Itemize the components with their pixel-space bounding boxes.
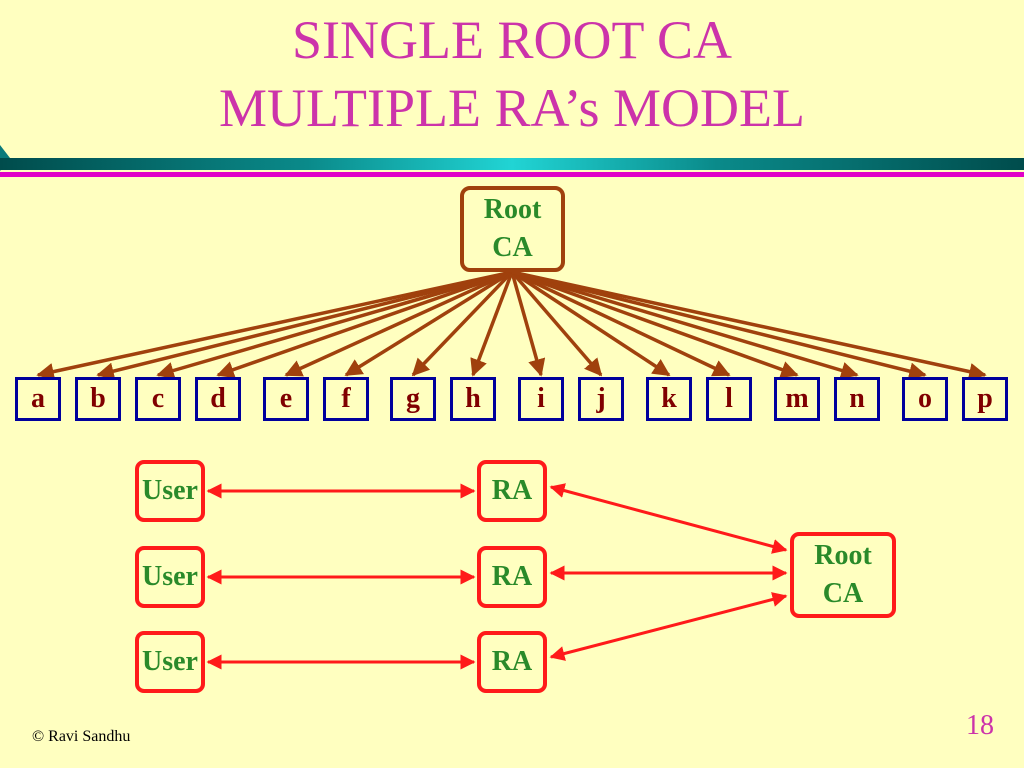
tree-arrow	[156, 270, 513, 380]
root-ca-top-line1: Root	[483, 194, 542, 225]
leaf-node: a	[15, 377, 61, 421]
page-number: 18	[966, 710, 994, 741]
tree-arrow	[511, 270, 987, 381]
leaf-node: j	[578, 377, 624, 421]
ra-node-1: RA	[477, 460, 547, 522]
ra-node-3: RA	[477, 631, 547, 693]
ra-node-2: RA	[477, 546, 547, 608]
leaf-node: d	[195, 377, 241, 421]
title-line-1: SINGLE ROOT CA	[291, 10, 732, 70]
tree-arrows	[36, 270, 987, 381]
registration-arrows	[206, 483, 788, 670]
tree-arrow	[36, 270, 513, 381]
tree-arrow	[344, 270, 513, 377]
leaf-node: n	[834, 377, 880, 421]
tree-arrow	[411, 270, 514, 377]
tree-arrow	[511, 270, 799, 378]
user-node-1: User	[135, 460, 205, 522]
tree-arrow	[511, 270, 927, 380]
tree-arrow	[284, 270, 513, 377]
title-line-2: MULTIPLE RA’s MODEL	[218, 78, 806, 138]
tree-arrow	[511, 270, 731, 377]
user-node-2: User	[135, 546, 205, 608]
slide-title: SINGLE ROOT CA MULTIPLE RA’s MODEL	[0, 6, 1024, 142]
leaf-node: o	[902, 377, 948, 421]
root-ca-bottom-line1: Root	[814, 540, 872, 571]
leaf-node: m	[774, 377, 820, 421]
tree-arrow	[511, 270, 671, 377]
leaf-node: e	[263, 377, 309, 421]
root-ca-bottom: Root CA	[790, 532, 896, 618]
root-ca-bottom-line2: CA	[822, 578, 864, 609]
bidirectional-arrow	[549, 483, 788, 554]
leaf-node: h	[450, 377, 496, 421]
leaf-node: p	[962, 377, 1008, 421]
root-ca-top-line2: CA	[492, 232, 533, 263]
leaf-node: l	[706, 377, 752, 421]
tree-arrow	[510, 270, 603, 377]
leaf-node: g	[390, 377, 436, 421]
bidirectional-arrow	[549, 592, 788, 661]
leaf-node: i	[518, 377, 564, 421]
leaf-node: f	[323, 377, 369, 421]
title-rule-teal	[0, 158, 1024, 170]
root-ca-top: Root CA	[460, 186, 565, 272]
leaf-node: c	[135, 377, 181, 421]
leaf-node: b	[75, 377, 121, 421]
tree-arrow	[216, 270, 513, 379]
tree-arrow	[511, 270, 859, 379]
tree-arrow	[96, 270, 513, 380]
user-node-3: User	[135, 631, 205, 693]
leaf-node: k	[646, 377, 692, 421]
copyright-text: © Ravi Sandhu	[32, 728, 131, 745]
tree-arrow	[470, 271, 514, 377]
title-rule-magenta	[0, 172, 1024, 177]
tree-arrow	[510, 271, 546, 377]
